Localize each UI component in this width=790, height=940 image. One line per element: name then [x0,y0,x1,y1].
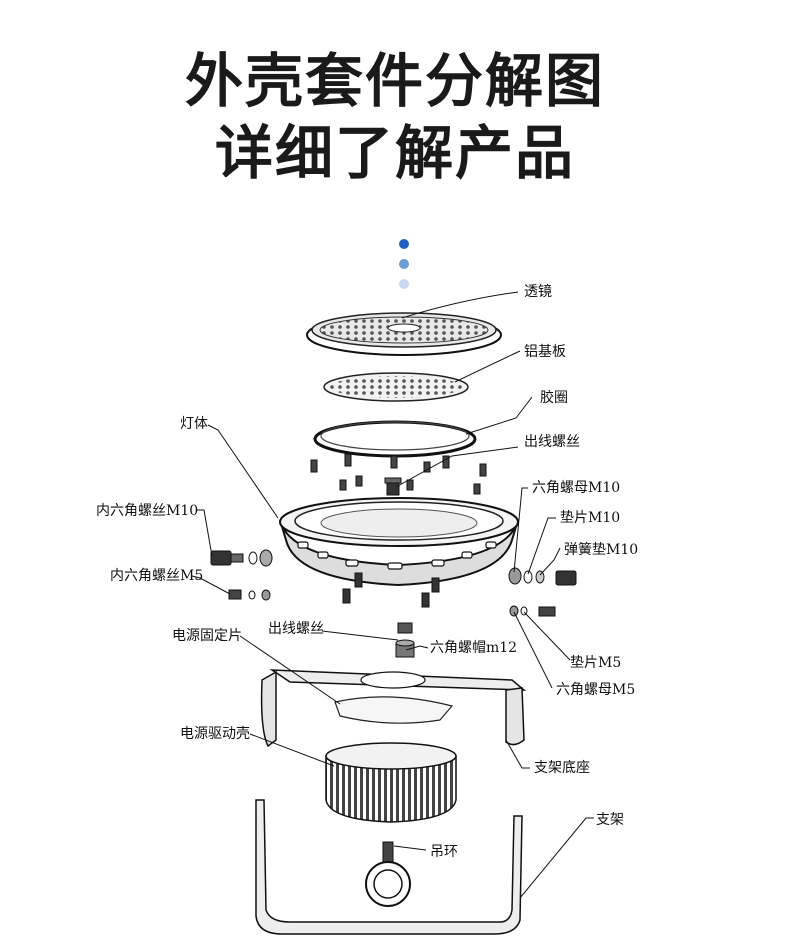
label-hex-nut-m5: 六角螺母M5 [556,682,635,698]
label-gasket: 胶圈 [540,389,568,406]
pager-dot-2[interactable] [399,259,409,269]
label-hex-socket-screw-m5: 内六角螺丝M5 [110,568,203,584]
gasket-part [313,420,477,458]
label-lens: 透镜 [524,284,552,300]
label-outlet-screw: 出线螺丝 [268,621,324,637]
label-hex-cap-nut-m12: 六角螺帽m12 [430,640,517,656]
label-aluminum-plate: 铝基板 [524,343,566,360]
aluminum-plate-part [323,372,469,402]
label-lamp-body: 灯体 [180,416,208,432]
label-bracket: 支架 [596,812,624,828]
label-power-driver-housing: 电源驱动壳 [180,725,250,742]
screws-below [342,572,440,608]
leader-lines [191,291,594,899]
power-driver-housing-part [325,742,457,823]
label-power-fixing-plate: 电源固定片 [172,628,242,644]
outlet-screw-part [395,622,415,658]
label-hanging-ring: 吊环 [430,844,458,860]
left-hardware [210,549,273,601]
label-outlet-screw-top: 出线螺丝 [524,434,580,450]
label-hex-nut-m10: 六角螺母M10 [532,480,620,496]
label-washer-m5: 垫片M5 [570,655,621,671]
label-spring-washer-m10: 弹簧垫M10 [564,542,638,558]
power-fixing-plate-part [334,696,454,724]
lens-part [306,312,502,356]
page-subtitle: 详细了解产品 [214,119,575,187]
label-hex-socket-screw-m10: 内六角螺丝M10 [96,503,198,519]
bracket-base-part [260,669,527,748]
pager-dot-1[interactable] [399,239,409,249]
label-washer-m10: 垫片M10 [560,510,620,526]
lamp-body-part [279,497,519,587]
hanging-ring-part [365,841,411,907]
screws-set [310,453,487,495]
label-bracket-base: 支架底座 [534,760,590,776]
bracket-part [255,799,523,935]
page-title: 外壳套件分解图 [184,47,605,115]
outlet-screw-top-part [384,477,402,496]
right-hardware [508,567,577,617]
pager-dot-3[interactable] [399,279,409,289]
